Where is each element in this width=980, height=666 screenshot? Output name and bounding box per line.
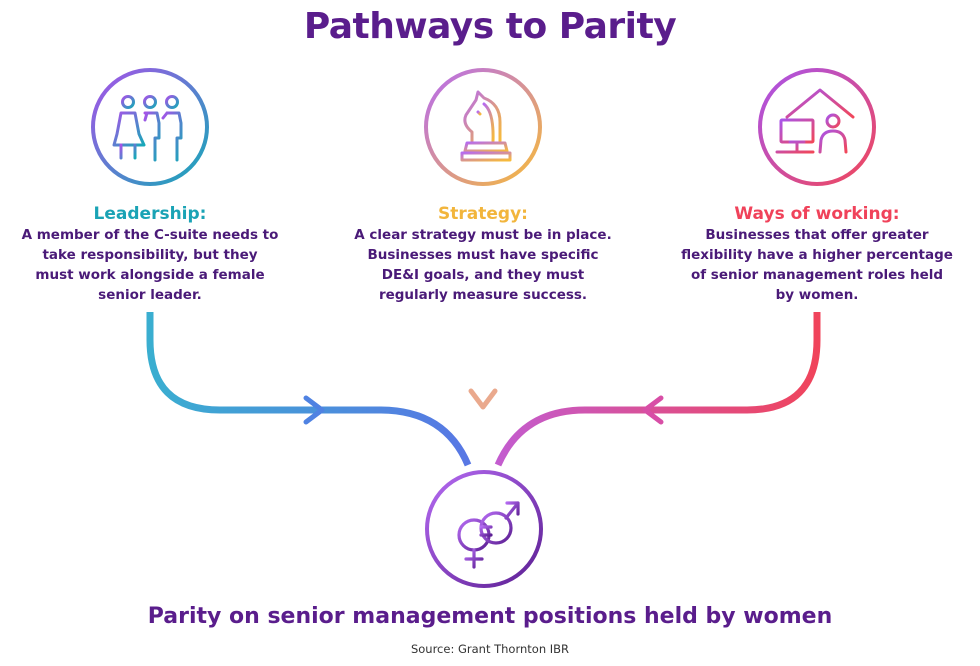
leadership-line-4: senior leader.	[98, 287, 202, 303]
leadership-line-3: must work alongside a female	[35, 267, 265, 283]
strategy-icon-circle	[424, 68, 542, 186]
ways-line-3: of senior management roles held	[690, 267, 944, 283]
strategy-line-1: A clear strategy must be in place.	[354, 227, 612, 243]
strategy-heading: Strategy:	[438, 204, 528, 224]
people-icon	[112, 95, 183, 162]
ways-line-2: flexibility have a higher percentage	[681, 247, 953, 263]
leadership-pillar: Leadership: A member of the C-suite need…	[0, 204, 300, 305]
connector-ways	[494, 312, 821, 467]
strategy-line-4: regularly measure success.	[378, 287, 588, 303]
connector-strategy	[468, 312, 498, 466]
ways-of-working-icon-circle	[758, 68, 876, 186]
outcome-label: Parity on senior management positions he…	[147, 604, 833, 629]
leadership-icon-circle	[91, 68, 209, 186]
page-title: Pathways to Parity	[303, 6, 677, 47]
strategy-body: A clear strategy must be in place. Busin…	[333, 225, 633, 305]
leadership-body: A member of the C-suite needs to take re…	[0, 225, 300, 305]
leadership-heading: Leadership:	[93, 204, 207, 224]
strategy-pillar: Strategy: A clear strategy must be in pl…	[333, 204, 633, 305]
connector-leadership	[146, 312, 472, 467]
outcome-icon-circle	[425, 470, 543, 588]
gender-equality-icon	[457, 501, 520, 569]
home-office-icon	[775, 88, 855, 154]
strategy-line-2: Businesses must have specific	[367, 247, 599, 263]
leadership-line-2: take responsibility, but they	[42, 247, 258, 263]
ways-of-working-pillar: Ways of working: Businesses that offer g…	[662, 204, 972, 305]
chess-knight-icon	[460, 90, 512, 162]
source-note: Source: Grant Thornton IBR	[410, 642, 570, 656]
ways-of-working-heading: Ways of working:	[734, 204, 900, 224]
ways-of-working-body: Businesses that offer greater flexibilit…	[662, 225, 972, 305]
leadership-line-1: A member of the C-suite needs to	[21, 227, 279, 243]
arrowhead-down-icon	[468, 388, 498, 410]
ways-line-1: Businesses that offer greater	[705, 227, 929, 243]
arrowhead-left-icon	[642, 395, 664, 425]
ways-line-4: by women.	[775, 287, 859, 303]
arrowhead-right-icon	[303, 395, 325, 425]
strategy-line-3: DE&I goals, and they must	[381, 267, 585, 283]
